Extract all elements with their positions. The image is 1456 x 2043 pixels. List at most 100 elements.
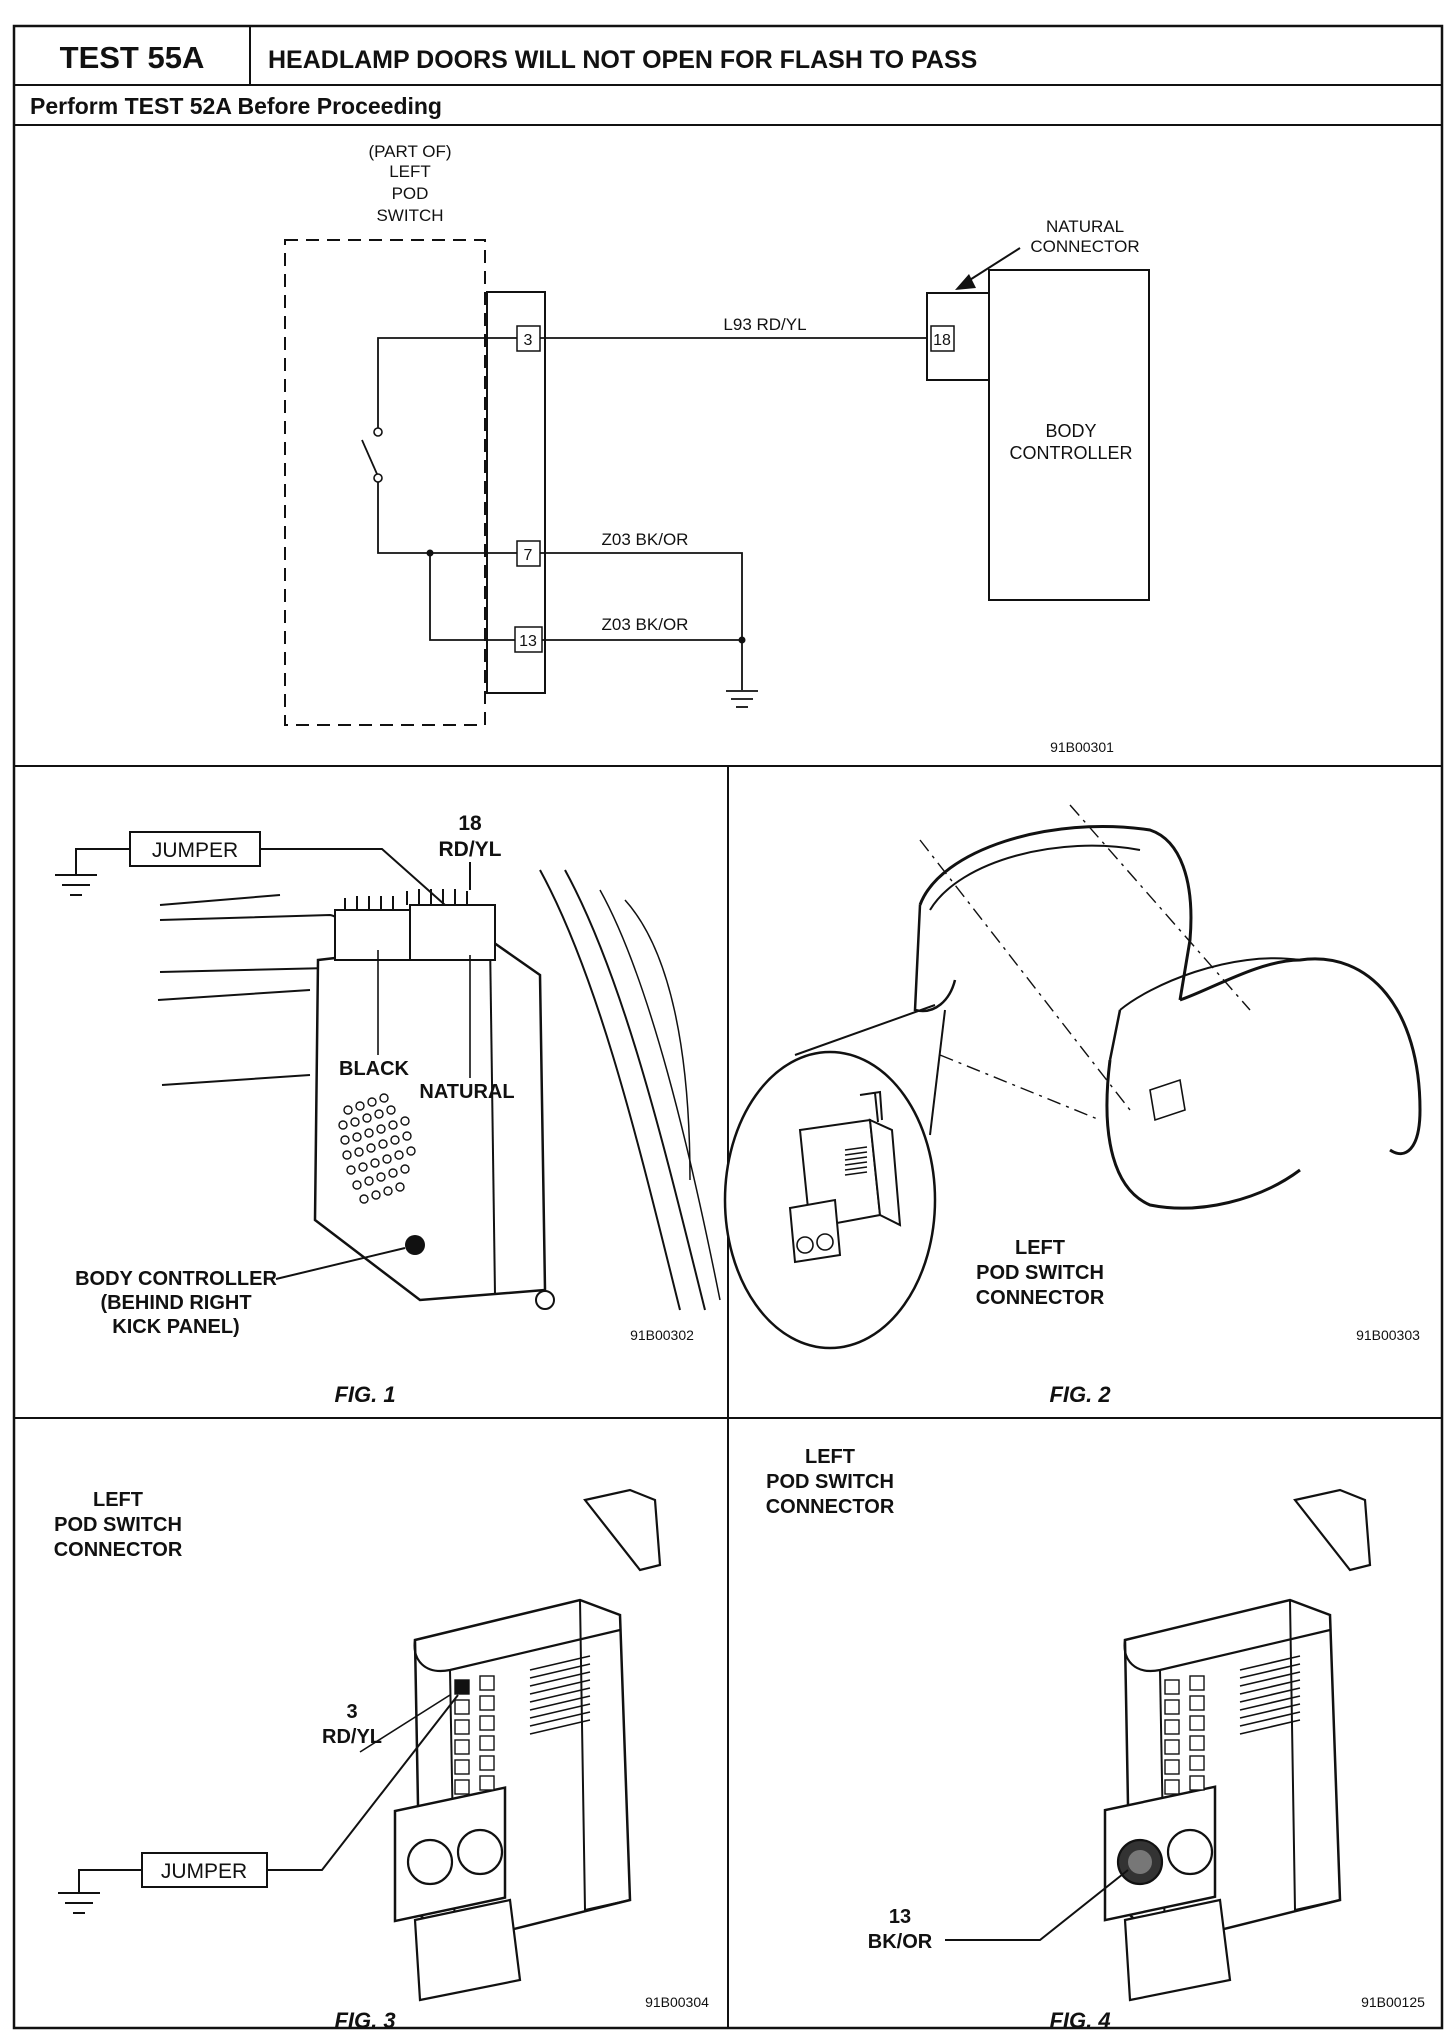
fig2-shroud-right-inner bbox=[1119, 957, 1301, 1011]
switch-contact-top bbox=[373, 427, 383, 437]
ground-symbol bbox=[726, 690, 758, 708]
natural-connector-label-2: CONNECTOR bbox=[1030, 237, 1139, 256]
fig1-pin-wire: RD/YL bbox=[439, 838, 502, 861]
switch-blade bbox=[361, 439, 378, 475]
fig1-kick-panel-edge-4 bbox=[624, 899, 691, 1181]
body-controller-box bbox=[988, 269, 1150, 601]
fig1-jumper-label: JUMPER bbox=[152, 839, 238, 862]
fig3-jumper-label: JUMPER bbox=[161, 1860, 247, 1883]
fig4-caption: FIG. 4 bbox=[1049, 2008, 1110, 2033]
splice-wire bbox=[429, 553, 515, 641]
fig-2: LEFT POD SWITCH CONNECTOR 91B00303 FIG. … bbox=[723, 804, 1422, 1407]
fig2-label-1: LEFT bbox=[1015, 1237, 1065, 1259]
body-controller-label-1: BODY bbox=[1045, 421, 1096, 441]
prereq-text: Perform TEST 52A Before Proceeding bbox=[30, 93, 442, 119]
fig2-detail-leader-1 bbox=[794, 1004, 936, 1056]
fig1-lower-bolt bbox=[535, 1290, 555, 1310]
wire-z03-7 bbox=[540, 552, 743, 640]
fig1-kick-panel-edge-3 bbox=[599, 889, 721, 1301]
fig1-black-connector bbox=[334, 909, 411, 961]
switch-wire-bottom bbox=[377, 482, 517, 554]
fig1-dash-lines bbox=[157, 894, 311, 1086]
fig1-ground-lead bbox=[75, 848, 130, 875]
fig3-caption: FIG. 3 bbox=[334, 2008, 395, 2033]
natural-connector-label-1: NATURAL bbox=[1046, 217, 1124, 236]
fig1-pin-number: 18 bbox=[458, 812, 482, 835]
fig4-pin-leader bbox=[945, 1869, 1129, 1941]
switch-label-1: (PART OF) bbox=[368, 142, 451, 161]
fig4-pin-wire: BK/OR bbox=[868, 1931, 933, 1953]
schematic-code: 91B00301 bbox=[1050, 739, 1114, 755]
body-controller-label-2: CONTROLLER bbox=[1009, 443, 1132, 463]
fig3-label-1: LEFT bbox=[93, 1489, 143, 1511]
fig2-centerline-1 bbox=[919, 839, 1131, 1111]
switch-label-4: SWITCH bbox=[376, 206, 443, 225]
fig3-ground-symbol bbox=[58, 1892, 100, 1914]
fig4-connector bbox=[1103, 1488, 1372, 2002]
fig4-code: 91B00125 bbox=[1361, 1994, 1425, 2010]
fig1-jumper-box bbox=[129, 831, 261, 867]
switch-label-2: LEFT bbox=[389, 162, 431, 181]
fig-1: JUMPER 18 RD/YL BLACK bbox=[55, 812, 721, 1407]
fig1-caption: FIG. 1 bbox=[334, 1382, 395, 1407]
fig3-pin-number: 3 bbox=[346, 1701, 357, 1723]
fig1-body-controller bbox=[313, 938, 547, 1302]
wire-l93-label: L93 RD/YL bbox=[723, 315, 806, 334]
pod-switch-connector bbox=[486, 291, 546, 694]
switch-wire-top bbox=[377, 337, 517, 428]
fig4-label-2: POD SWITCH bbox=[766, 1471, 894, 1493]
fig2-switch-mount bbox=[1149, 1078, 1186, 1122]
pin-18: 18 bbox=[933, 332, 951, 349]
fig1-harness-wires bbox=[344, 889, 468, 910]
fig3-connector bbox=[393, 1488, 662, 2002]
fig2-shroud-right bbox=[1179, 957, 1422, 1156]
fig3-jumper-lead bbox=[267, 1694, 459, 1871]
fig1-jumper-lead bbox=[260, 848, 446, 906]
fig2-shroud-left-side bbox=[913, 904, 957, 1013]
fig4-pin-number: 13 bbox=[889, 1906, 911, 1928]
fig1-body-controller-edge bbox=[489, 939, 496, 1296]
wire-z03-label-a: Z03 BK/OR bbox=[602, 530, 689, 549]
fig1-natural-label: NATURAL bbox=[419, 1081, 514, 1103]
test-title: HEADLAMP DOORS WILL NOT OPEN FOR FLASH T… bbox=[268, 46, 977, 74]
fig4-label-3: CONNECTOR bbox=[766, 1496, 895, 1518]
fig2-code: 91B00303 bbox=[1356, 1327, 1420, 1343]
fig3-pin-leader bbox=[359, 1694, 451, 1753]
pin-7: 7 bbox=[524, 547, 533, 564]
fig2-centerline-2 bbox=[1069, 804, 1251, 1011]
fig2-shroud-top bbox=[918, 825, 1193, 1001]
fig2-label-2: POD SWITCH bbox=[976, 1262, 1104, 1284]
fig1-mounting-bolt bbox=[405, 1235, 425, 1255]
pin-18-box bbox=[930, 325, 955, 352]
fig1-ground-symbol bbox=[55, 874, 97, 896]
pin-13: 13 bbox=[519, 633, 537, 650]
fig1-black-label: BLACK bbox=[339, 1058, 410, 1080]
fig1-body-controller-label-1: BODY CONTROLLER bbox=[75, 1268, 277, 1290]
fig1-code: 91B00302 bbox=[630, 1327, 694, 1343]
switch-contact-bottom bbox=[373, 473, 383, 483]
switch-label-3: POD bbox=[392, 184, 429, 203]
fig3-label-2: POD SWITCH bbox=[54, 1514, 182, 1536]
fig-3: LEFT POD SWITCH CONNECTOR bbox=[54, 1488, 709, 2033]
fig2-shroud-top-inner bbox=[929, 844, 1141, 911]
fig1-kick-panel-edge-1 bbox=[539, 869, 681, 1311]
fig1-kick-panel-edge-2 bbox=[564, 869, 706, 1311]
fig2-shroud-lower-edge bbox=[1108, 1009, 1122, 1061]
fig2-shroud-lower bbox=[1105, 1059, 1301, 1210]
fig2-caption: FIG. 2 bbox=[1049, 1382, 1111, 1407]
fig1-natural-connector bbox=[409, 904, 496, 961]
pin-3: 3 bbox=[524, 332, 533, 349]
natural-connector-arrow bbox=[964, 247, 1021, 284]
wire-z03-label-b: Z03 BK/OR bbox=[602, 615, 689, 634]
natural-connector-arrowhead bbox=[955, 274, 976, 290]
fig1-vent-holes bbox=[338, 1093, 416, 1204]
fig3-pin-wire: RD/YL bbox=[322, 1726, 382, 1748]
wiring-schematic: (PART OF) LEFT POD SWITCH 3 7 13 L93 RD/… bbox=[284, 142, 1150, 755]
fig-4: LEFT POD SWITCH CONNECTOR 13 bbox=[766, 1446, 1425, 2033]
fig3-ground-lead bbox=[78, 1869, 142, 1893]
fig1-body-controller-leader bbox=[275, 1247, 406, 1280]
fig3-label-3: CONNECTOR bbox=[54, 1539, 183, 1561]
pod-switch-boundary bbox=[284, 239, 486, 726]
